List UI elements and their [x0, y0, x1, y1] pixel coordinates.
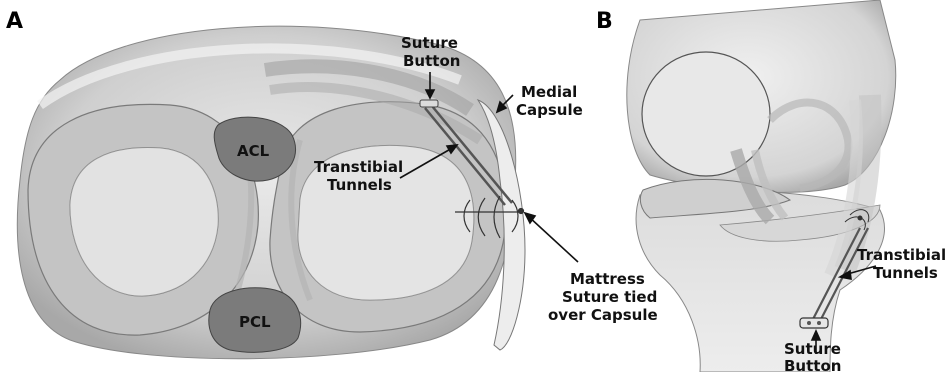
femoral-condyle	[642, 52, 770, 176]
mattress-label-line2: Suture tied	[562, 288, 657, 306]
pcl-label: PCL	[239, 313, 271, 331]
transtibial-b-label-line1: Transtibial	[857, 246, 946, 264]
suture-button-label-line2: Button	[403, 52, 460, 70]
suture-button-b-label-line1: Suture	[784, 340, 841, 358]
suture-button-label-line1: Suture	[401, 34, 458, 52]
mattress-label-line3: over Capsule	[548, 306, 658, 324]
panel-a-letter: A	[6, 9, 23, 34]
medial-capsule-label-line2: Capsule	[516, 101, 583, 119]
panel-b-letter: B	[596, 9, 613, 34]
mattress-label-line1: Mattress	[570, 270, 645, 288]
transtibial-b-label-line2: Tunnels	[873, 264, 938, 282]
panel-a: A ACL PCL Suture Button Medial Capsule T…	[6, 9, 658, 359]
suture-button-b-label-line2: Button	[784, 357, 841, 372]
suture-button-a	[420, 100, 438, 107]
transtibial-label-line1: Transtibial	[314, 158, 403, 176]
suture-button-b	[800, 318, 828, 328]
medial-capsule-label-line1: Medial	[521, 83, 577, 101]
acl-label: ACL	[237, 142, 270, 160]
transtibial-label-line2: Tunnels	[327, 176, 392, 194]
